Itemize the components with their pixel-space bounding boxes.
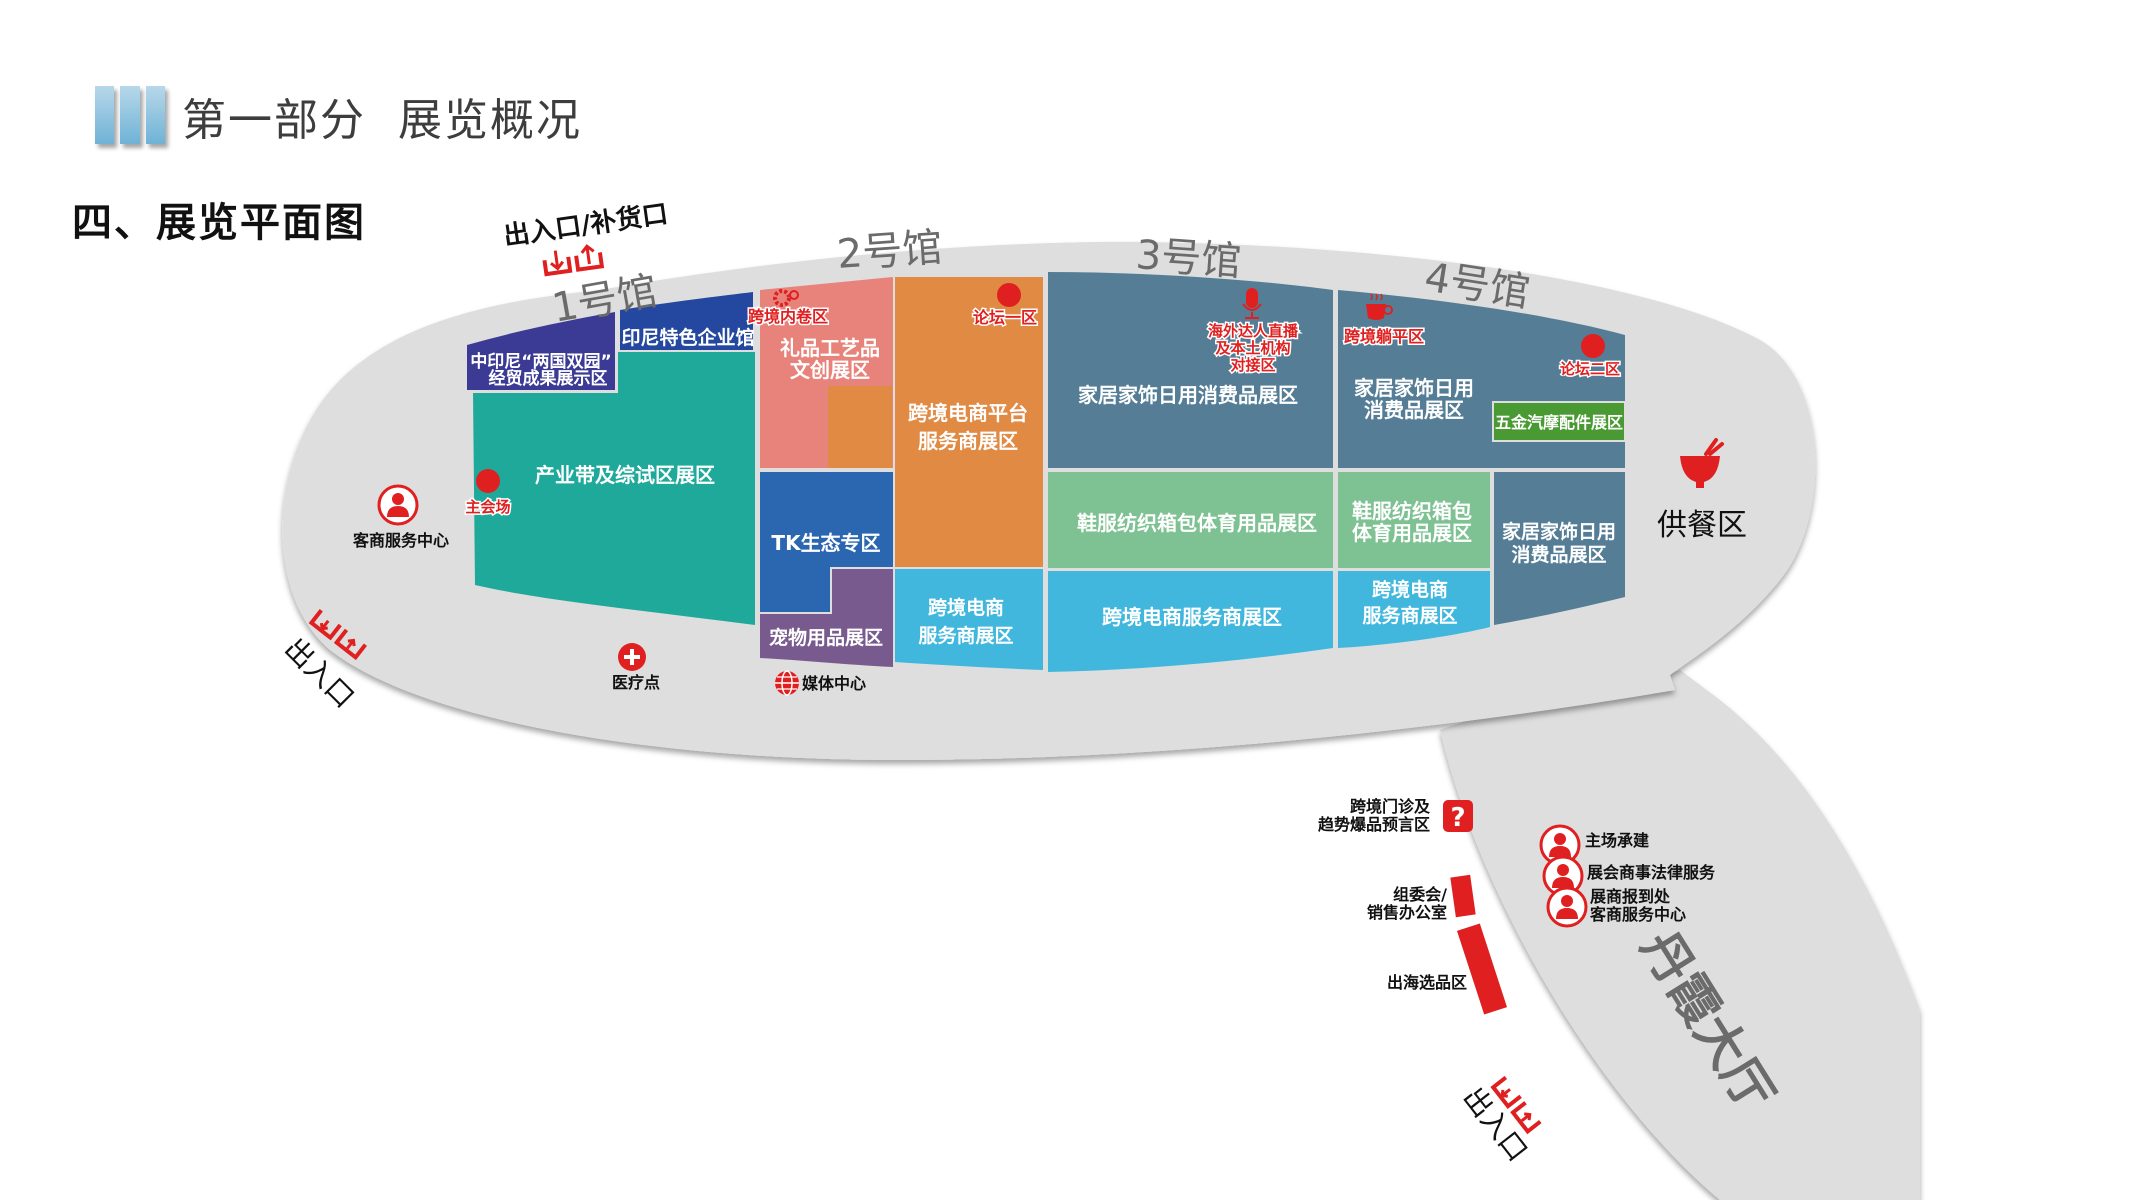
live-zone-label: 及本土机构	[1215, 339, 1290, 357]
zone-label: 文创展区	[790, 358, 870, 382]
zone-label: 消费品展区	[1511, 543, 1606, 566]
zone-label: 家居家饰日用	[1502, 520, 1616, 543]
zone-label: 服务商展区	[918, 429, 1018, 453]
zone-label: 宠物用品展区	[769, 626, 883, 649]
coffee-cup-icon	[1366, 293, 1393, 320]
zone-label: TK生态专区	[771, 531, 880, 555]
zone-h3-apparel[interactable]	[1048, 472, 1333, 568]
zone-label: 服务商展区	[1362, 604, 1457, 627]
zone-sino-indonesia[interactable]	[467, 312, 615, 390]
hall-3-label: 3号馆	[1134, 232, 1242, 285]
forum-2-marker-icon[interactable]	[1581, 334, 1605, 358]
involution-zone-label: 跨境内卷区	[748, 307, 828, 326]
microphone-icon	[1242, 288, 1262, 319]
selection-zone-label: 出海选品区	[1387, 973, 1467, 992]
zone-label: 家居家饰日用	[1354, 376, 1474, 400]
registration-label: 展商报到处	[1590, 887, 1671, 906]
forum-2-label: 论坛二区	[1560, 360, 1620, 378]
section-subtitle: 四、展览平面图	[72, 200, 366, 246]
zone-label: 礼品工艺品	[780, 336, 880, 360]
zone-label: 服务商展区	[918, 624, 1013, 647]
zone-label: 消费品展区	[1364, 398, 1464, 422]
selection-zone-block[interactable]	[1456, 923, 1508, 1015]
lie-flat-zone-label: 跨境躺平区	[1344, 327, 1424, 346]
visitor-service-label: 客商服务中心	[353, 531, 449, 550]
globe-icon[interactable]	[775, 670, 799, 696]
live-zone-label: 海外达人直播	[1208, 322, 1299, 340]
contractor-label: 主场承建	[1585, 831, 1649, 850]
catering-label: 供餐区	[1657, 508, 1747, 543]
rice-bowl-icon	[1680, 438, 1724, 488]
zone-indonesia-pavilion[interactable]	[620, 292, 753, 350]
zone-label: 体育用品展区	[1352, 521, 1472, 545]
hall-2-label: 2号馆	[835, 225, 943, 278]
zone-h4-hardware[interactable]	[1492, 401, 1626, 442]
forum-1-marker-icon[interactable]	[997, 283, 1021, 307]
zone-label: 家居家饰日用消费品展区	[1078, 383, 1298, 407]
zone-industry-belt[interactable]	[473, 352, 755, 625]
zone-label: 跨境电商服务商展区	[1102, 605, 1282, 629]
zone-label: 鞋服纺织箱包体育用品展区	[1077, 511, 1317, 535]
visitor-service-icon[interactable]	[377, 484, 419, 526]
committee-label: 销售办公室	[1367, 903, 1447, 922]
zone-label: 中印尼“两国双园”	[470, 351, 611, 372]
registration-label: 客商服务中心	[1590, 905, 1686, 924]
zone-h3-service[interactable]	[1048, 571, 1333, 672]
lobby-floor	[1440, 670, 1920, 1200]
zone-h4-home2[interactable]	[1494, 472, 1625, 625]
svg-text:?: ?	[1450, 803, 1465, 833]
main-venue-marker-icon[interactable]	[476, 469, 500, 493]
entrance-left-icon[interactable]	[308, 608, 367, 661]
registration-icon[interactable]	[1546, 886, 1588, 928]
question-mark-icon[interactable]: ?	[1443, 800, 1473, 833]
zone-h4-apparel[interactable]	[1338, 472, 1490, 568]
zone-pet[interactable]	[760, 569, 893, 667]
committee-office-block[interactable]	[1450, 874, 1476, 918]
forum-1-label: 论坛一区	[973, 308, 1037, 327]
entrance-in-out-icon[interactable]	[542, 244, 605, 277]
zone-label: 经贸成果展示区	[489, 368, 608, 389]
zone-h3-home[interactable]	[1048, 272, 1333, 468]
zone-platform[interactable]	[895, 277, 1043, 567]
zone-label: 跨境电商	[928, 596, 1004, 619]
clinic-label: 跨境门诊及	[1350, 797, 1431, 816]
gear-icon	[773, 289, 799, 307]
main-venue-label: 主会场	[465, 498, 510, 516]
zone-h4-service[interactable]	[1338, 571, 1490, 648]
zone-label: 五金汽摩配件展区	[1495, 413, 1623, 432]
zone-gift-sub[interactable]	[828, 386, 892, 468]
zone-label: 鞋服纺织箱包	[1352, 499, 1472, 523]
zone-label: 跨境电商平台	[908, 401, 1028, 425]
zone-label: 跨境电商	[1372, 578, 1448, 601]
legal-service-label: 展会商事法律服务	[1587, 863, 1716, 882]
clinic-label: 趋势爆品预言区	[1318, 815, 1430, 834]
live-zone-label: 对接区	[1230, 356, 1275, 374]
page-title: 第一部分 展览概况	[182, 95, 582, 146]
committee-label: 组委会/	[1393, 885, 1447, 904]
zone-label: 印尼特色企业馆	[621, 326, 754, 349]
section-title-decoration	[95, 86, 165, 144]
medical-cross-icon[interactable]	[618, 643, 646, 671]
media-center-label: 媒体中心	[802, 674, 866, 693]
entrance-bottom-icon[interactable]	[1490, 1075, 1542, 1135]
medical-label: 医疗点	[612, 673, 660, 692]
zone-label: 产业带及综试区展区	[535, 463, 715, 487]
zone-tk[interactable]	[760, 472, 893, 612]
zone-h2-service[interactable]	[895, 569, 1043, 670]
entrance-supply-label: 出入口/补货口	[502, 198, 670, 252]
